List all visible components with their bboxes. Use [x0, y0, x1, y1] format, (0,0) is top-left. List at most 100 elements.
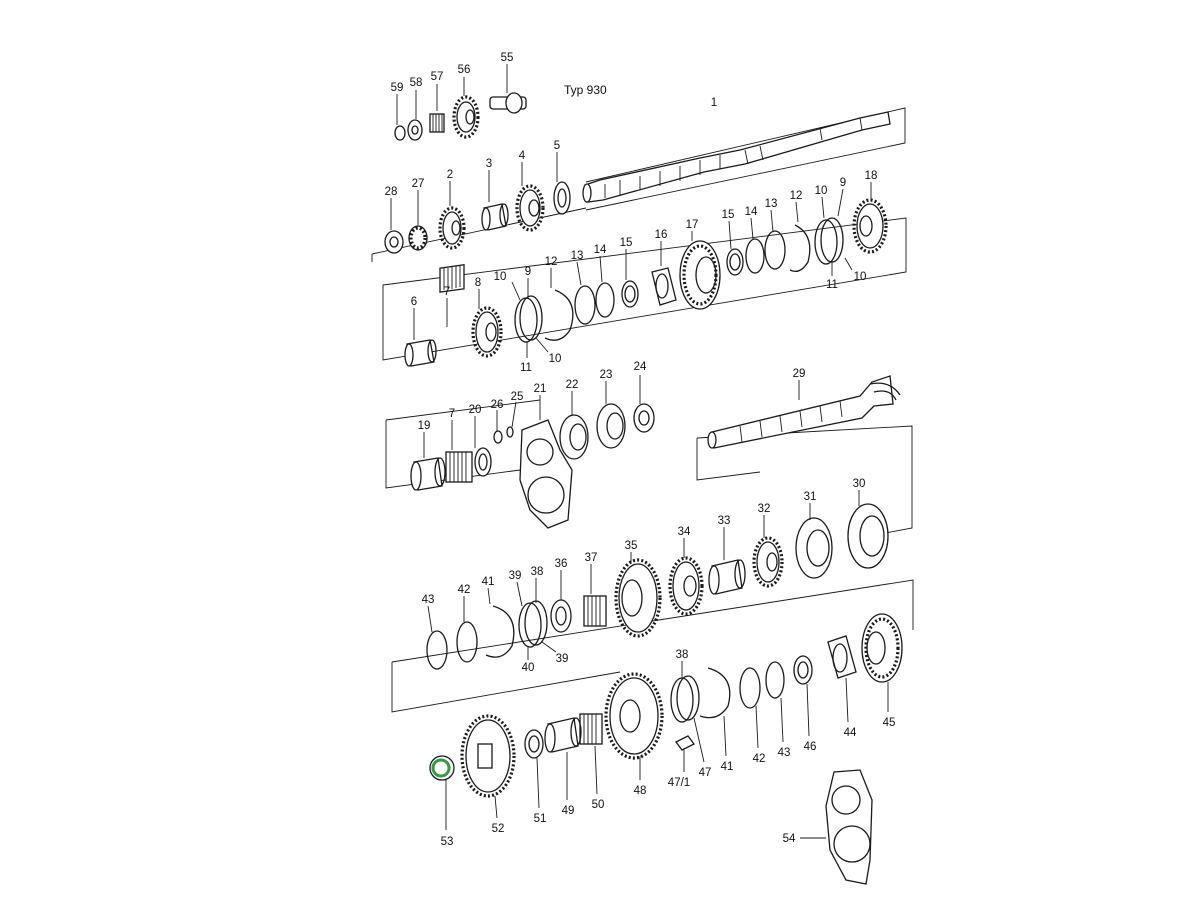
part-50 [579, 713, 603, 795]
part-59 [394, 94, 406, 141]
label-part-49: 49 [562, 805, 575, 817]
label-part-31: 31 [804, 491, 817, 503]
part-12-left [544, 268, 574, 341]
label-part-38-lower: 38 [676, 649, 689, 661]
part-34 [668, 538, 704, 616]
label-part-10-left-top: 10 [494, 271, 507, 283]
part-16 [651, 241, 677, 306]
label-part-10-right-bottom: 10 [854, 271, 867, 283]
label-part-23: 23 [600, 369, 613, 381]
label-part-52: 52 [492, 823, 505, 835]
label-part-39-top: 39 [509, 570, 522, 582]
label-part-27: 27 [412, 178, 425, 190]
label-part-40: 40 [522, 662, 535, 674]
label-part-51: 51 [534, 813, 547, 825]
part-4 [515, 162, 545, 232]
label-part-10-left-bottom: 10 [549, 353, 562, 365]
label-part-34: 34 [678, 526, 691, 538]
part-19 [410, 432, 446, 491]
label-part-11-right: 11 [826, 279, 838, 291]
label-part-32: 32 [758, 503, 771, 515]
label-part-41-lower: 41 [721, 761, 734, 773]
part-51 [524, 729, 544, 809]
part-27 [408, 190, 428, 251]
label-part-44: 44 [844, 727, 857, 739]
label-part-39-bottom: 39 [556, 653, 569, 665]
part-3 [481, 170, 509, 231]
part-5 [553, 152, 571, 215]
label-part-15-right: 15 [722, 209, 735, 221]
label-part-5: 5 [554, 140, 560, 152]
frame-mainshaft [585, 107, 906, 211]
label-part-11-left: 11 [520, 362, 532, 374]
part-46 [793, 655, 813, 737]
label-part-25: 25 [511, 391, 524, 403]
part-18 [852, 182, 888, 254]
part-58 [407, 90, 423, 141]
part-53 [429, 755, 455, 830]
label-part-7-upper: 7 [444, 286, 450, 298]
part-54 [800, 769, 873, 885]
label-part-38-upper: 38 [531, 566, 544, 578]
label-part-3: 3 [486, 158, 492, 170]
part-35 [614, 552, 662, 638]
label-part-41-upper: 41 [482, 576, 495, 588]
part-43-left [426, 605, 448, 670]
part-13-left [574, 261, 596, 325]
part-1-shaft [582, 111, 891, 203]
part-38-47-right [670, 661, 705, 763]
label-part-2: 2 [447, 169, 453, 181]
label-part-8: 8 [475, 277, 481, 289]
label-part-4: 4 [519, 150, 526, 162]
part-14-left [595, 255, 615, 318]
frame-upper-left [371, 207, 587, 262]
part-13-right [764, 209, 786, 270]
label-part-42-lower: 42 [753, 753, 766, 765]
label-part-42-upper: 42 [458, 584, 471, 596]
part-48 [604, 672, 664, 780]
part-37 [583, 564, 607, 627]
frame-pinion [696, 425, 913, 535]
part-43-right [765, 661, 785, 743]
label-part-9-right: 9 [840, 177, 846, 189]
part-15-left [621, 249, 639, 308]
label-part-57: 57 [431, 71, 444, 83]
part-30 [847, 490, 889, 569]
label-part-1: 1 [711, 97, 717, 109]
label-part-29: 29 [793, 368, 806, 380]
label-part-9-left: 9 [525, 266, 531, 278]
part-41-right [699, 667, 731, 757]
part-52 [460, 714, 516, 819]
label-part-30: 30 [853, 478, 866, 490]
label-part-46: 46 [804, 741, 817, 753]
frame-row2 [382, 217, 907, 361]
label-part-13-right: 13 [765, 198, 778, 210]
part-9-10-11-right [814, 188, 853, 276]
label-part-20: 20 [469, 404, 482, 416]
part-24 [633, 375, 655, 433]
diagram-title: Typ 930 [564, 83, 607, 97]
part-55 [489, 64, 527, 114]
label-part-47: 47 [699, 767, 712, 779]
label-part-6: 6 [411, 296, 417, 308]
label-part-50: 50 [592, 799, 605, 811]
label-part-17: 17 [686, 219, 699, 231]
part-32 [752, 515, 784, 588]
label-part-22: 22 [566, 379, 579, 391]
part-21 [519, 395, 573, 529]
label-part-14-right: 14 [745, 206, 758, 218]
part-14-right [745, 217, 765, 274]
part-22 [559, 391, 589, 460]
part-45 [861, 613, 903, 712]
part-20 [474, 416, 492, 477]
label-part-35: 35 [625, 540, 638, 552]
part-25 [506, 401, 517, 438]
callout-labels: 1 2 3 4 5 6 7 7 8 9 9 10 10 10 10 11 11 … [385, 52, 896, 848]
part-17 [679, 231, 721, 310]
label-part-33: 33 [718, 515, 731, 527]
label-part-15-left: 15 [620, 237, 633, 249]
label-part-54: 54 [783, 833, 796, 845]
part-36 [550, 570, 572, 633]
label-part-13-left: 13 [571, 250, 584, 262]
